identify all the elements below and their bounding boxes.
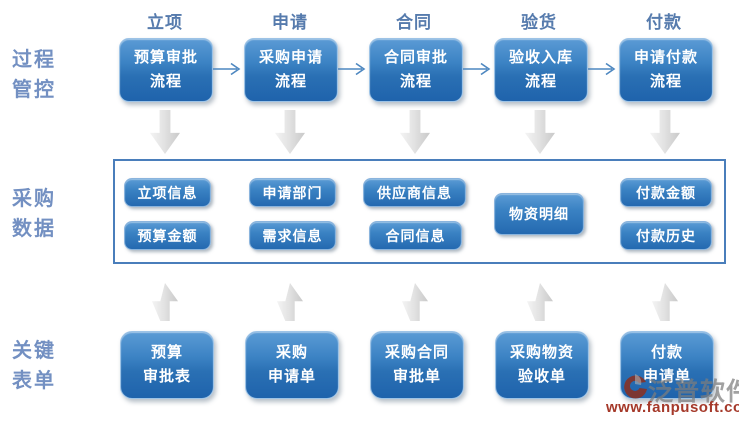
process-box-text: 合同审批 (383, 49, 448, 66)
row-label-line: 管控 (12, 79, 56, 101)
row-label-line: 过程 (12, 49, 56, 71)
up-arrow-icon (277, 283, 303, 321)
row-label-key-forms: 关键 表单 (12, 336, 76, 396)
data-item-supplier-info: 供应商信息 (363, 178, 466, 207)
row-label-line: 表单 (12, 370, 56, 392)
watermark-url: www.fanpusoft.com (606, 399, 739, 416)
process-box-text: 申请付款 (633, 49, 698, 66)
form-box-text: 验收单 (517, 368, 566, 385)
data-item-demand-info: 需求信息 (249, 221, 336, 250)
form-box-text: 申请单 (642, 368, 691, 385)
form-box-text: 审批表 (142, 368, 191, 385)
stage-header-hetong: 合同 (396, 13, 432, 32)
process-box-text: 流程 (149, 73, 182, 90)
form-box-text: 审批单 (392, 368, 441, 385)
data-item-payment-amount: 付款金额 (620, 178, 712, 207)
down-arrow-icon (150, 110, 180, 154)
up-arrow-icon (527, 283, 553, 321)
row-label-process-control: 过程 管控 (12, 45, 76, 105)
form-box-contract-approval-form: 采购合同 审批单 (370, 331, 464, 399)
form-box-budget-approval-form: 预算 审批表 (120, 331, 214, 399)
stage-header-shenqing: 申请 (272, 13, 308, 32)
stage-header-lixiang: 立项 (147, 13, 183, 32)
flow-arrow-right-icon (337, 61, 369, 77)
down-arrow-icon (650, 110, 680, 154)
watermark-brand: 泛普软件 (648, 378, 739, 406)
down-arrow-icon (275, 110, 305, 154)
flow-arrow-right-icon (462, 61, 494, 77)
fanpu-logo-icon (622, 372, 649, 399)
stage-header-fukuan: 付款 (646, 13, 682, 32)
process-box-contract-approval: 合同审批 流程 (369, 38, 463, 102)
flow-arrow-right-icon (587, 61, 619, 77)
down-arrow-icon (525, 110, 555, 154)
form-box-text: 采购物资 (509, 344, 574, 361)
up-arrow-icon (652, 283, 678, 321)
form-box-text: 付款 (650, 344, 683, 361)
down-arrow-icon (400, 110, 430, 154)
data-item-payment-history: 付款历史 (620, 221, 712, 250)
process-box-text: 流程 (399, 73, 432, 90)
row-label-line: 关键 (12, 340, 56, 362)
form-box-text: 采购 (275, 344, 308, 361)
row-label-line: 采购 (12, 188, 56, 210)
process-box-budget-approval: 预算审批 流程 (119, 38, 213, 102)
form-box-text: 预算 (150, 344, 183, 361)
data-item-request-dept: 申请部门 (249, 178, 336, 207)
form-box-material-receiving-form: 采购物资 验收单 (495, 331, 589, 399)
process-box-text: 采购申请 (258, 49, 323, 66)
form-box-payment-request-form: 付款 申请单 (620, 331, 714, 399)
data-item-budget-amount: 预算金额 (124, 221, 211, 250)
up-arrow-icon (152, 283, 178, 321)
row-label-line: 数据 (12, 218, 56, 240)
stage-header-yanhuo: 验货 (521, 13, 557, 32)
process-box-text: 验收入库 (508, 49, 573, 66)
process-box-text: 预算审批 (133, 49, 198, 66)
up-arrow-icon (402, 283, 428, 321)
data-item-material-detail: 物资明细 (494, 193, 584, 235)
row-label-procurement-data: 采购 数据 (12, 184, 76, 244)
process-box-purchase-request: 采购申请 流程 (244, 38, 338, 102)
process-box-text: 流程 (274, 73, 307, 90)
form-box-text: 采购合同 (384, 344, 449, 361)
data-item-contract-info: 合同信息 (369, 221, 462, 250)
flow-arrow-right-icon (212, 61, 244, 77)
form-box-purchase-request-form: 采购 申请单 (245, 331, 339, 399)
process-box-text: 流程 (649, 73, 682, 90)
data-item-project-info: 立项信息 (124, 178, 211, 207)
form-box-text: 申请单 (267, 368, 316, 385)
process-box-receiving-warehousing: 验收入库 流程 (494, 38, 588, 102)
process-box-payment-request: 申请付款 流程 (619, 38, 713, 102)
process-box-text: 流程 (524, 73, 557, 90)
